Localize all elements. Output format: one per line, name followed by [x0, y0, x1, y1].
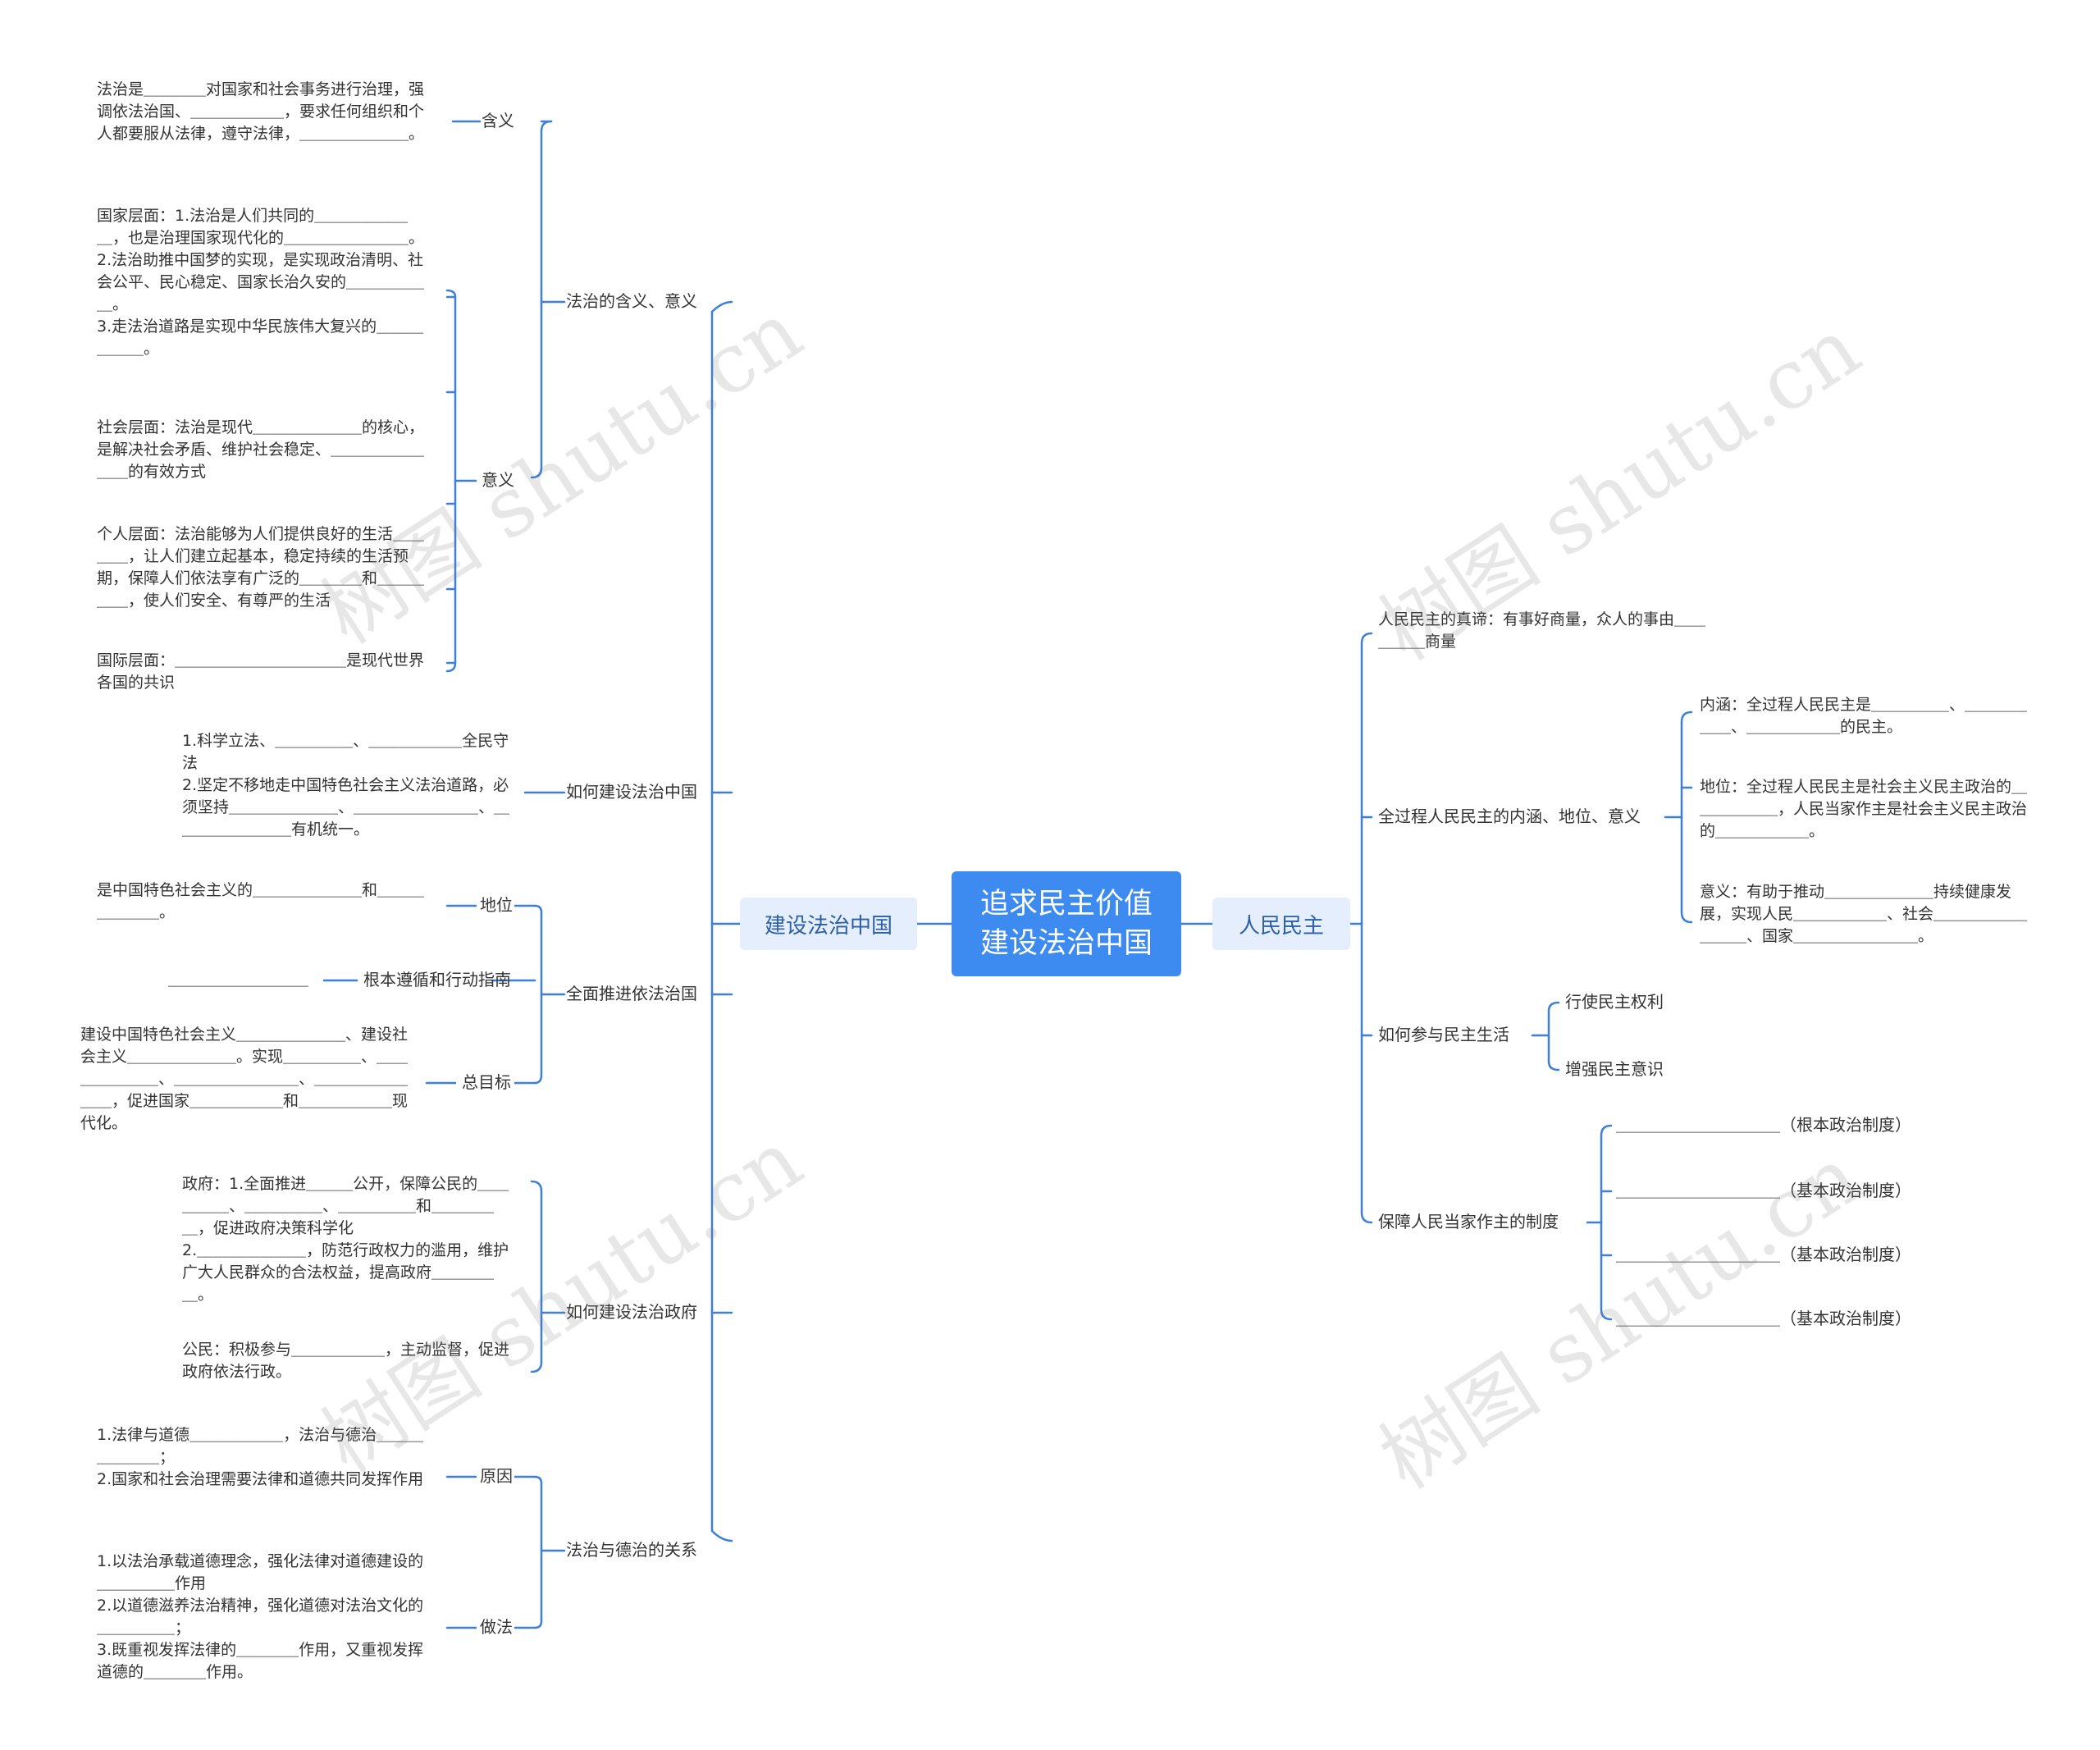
participate-item-rights[interactable]: 行使民主权利 [1565, 992, 1664, 1012]
system-blank: ＿＿＿＿＿＿＿＿＿＿ [1616, 1245, 1780, 1264]
reason-text: 1.法律与道德＿＿＿＿＿＿，法治与德治＿＿＿＿＿＿＿； 2.国家和社会治理需要法… [97, 1426, 424, 1488]
significance-social: 社会层面：法治是现代＿＿＿＿＿＿＿的核心，是解决社会矛盾、维护社会稳定、＿＿＿＿… [97, 418, 425, 481]
topic-participate[interactable]: 如何参与民主生活 [1378, 1025, 1509, 1044]
system-item[interactable]: ＿＿＿＿＿＿＿＿＿＿（基本政治制度） [1616, 1244, 1911, 1266]
system-note: （基本政治制度） [1780, 1181, 1911, 1200]
system-blank: ＿＿＿＿＿＿＿＿＿＿ [1616, 1181, 1780, 1200]
topic-comprehensive[interactable]: 全面推进依法治国 [566, 984, 697, 1003]
definition-text: 法治是＿＿＿＿对国家和社会事务进行治理，强调依法治国、＿＿＿＿＿＿，要求任何组织… [97, 80, 425, 143]
system-item[interactable]: ＿＿＿＿＿＿＿＿＿＿（根本政治制度） [1616, 1114, 1911, 1136]
government-citizen-text: 公民：积极参与＿＿＿＿＿＿，主动监督，促进政府依法行政。 [182, 1341, 510, 1381]
main-node-peoples-democracy[interactable]: 人民民主 [1212, 898, 1350, 950]
system-item[interactable]: ＿＿＿＿＿＿＿＿＿＿（基本政治制度） [1616, 1308, 1911, 1330]
root-node[interactable]: 追求民主价值 建设法治中国 [952, 871, 1181, 976]
topic-morality[interactable]: 法治与德治的关系 [566, 1540, 697, 1560]
whole-process-connotation: 内涵：全过程人民民主是＿＿＿＿＿、＿＿＿＿＿＿、＿＿＿＿＿＿的民主。 [1700, 696, 2028, 736]
system-blank: ＿＿＿＿＿＿＿＿＿＿ [1616, 1309, 1780, 1328]
main-node-rule-of-law[interactable]: 建设法治中国 [740, 898, 917, 950]
status-text: 是中国特色社会主义的＿＿＿＿＿＿＿和＿＿＿＿＿＿＿。 [97, 881, 425, 921]
topic-government[interactable]: 如何建设法治政府 [566, 1302, 697, 1322]
essence-text[interactable]: 人民民主的真谛：有事好商量，众人的事由＿＿＿＿＿商量 [1378, 610, 1706, 651]
guide-text: ＿＿＿＿＿＿＿＿＿ [168, 971, 309, 989]
goal-text: 建设中国特色社会主义＿＿＿＿＿＿＿、建设社会主义＿＿＿＿＿＿＿。实现＿＿＿＿＿、… [80, 1026, 409, 1132]
subtopic-status[interactable]: 地位 [480, 895, 513, 915]
how-build-text: 1.科学立法、＿＿＿＿＿、＿＿＿＿＿＿全民守法 2.坚定不移地走中国特色社会主义… [182, 732, 510, 838]
significance-international: 国际层面：＿＿＿＿＿＿＿＿＿＿＿是现代世界各国的共识 [97, 651, 425, 692]
system-blank: ＿＿＿＿＿＿＿＿＿＿ [1616, 1115, 1780, 1135]
subtopic-method[interactable]: 做法 [480, 1617, 513, 1637]
whole-process-status: 地位：全过程人民民主是社会主义民主政治的＿＿＿＿＿＿，人民当家作主是社会主义民主… [1700, 778, 2028, 840]
government-gov-text: 政府：1.全面推进＿＿＿公开，保障公民的＿＿＿＿＿、＿＿＿＿＿、＿＿＿＿＿和＿＿… [182, 1175, 509, 1304]
participate-item-awareness[interactable]: 增强民主意识 [1565, 1059, 1664, 1079]
topic-how-build[interactable]: 如何建设法治中国 [566, 782, 697, 802]
system-note: （基本政治制度） [1780, 1309, 1911, 1328]
subtopic-reason[interactable]: 原因 [480, 1466, 513, 1486]
subtopic-guide[interactable]: 根本遵循和行动指南 [363, 970, 511, 989]
root-title-line2: 建设法治中国 [979, 927, 1153, 960]
significance-national: 国家层面：1.法治是人们共同的＿＿＿＿＿＿＿，也是治理国家现代化的＿＿＿＿＿＿＿… [97, 207, 425, 358]
system-note: （基本政治制度） [1780, 1245, 1911, 1264]
subtopic-goal[interactable]: 总目标 [462, 1072, 511, 1092]
system-note: （根本政治制度） [1780, 1115, 1911, 1135]
subtopic-definition[interactable]: 含义 [482, 111, 514, 130]
method-text: 1.以法治承载道德理念，强化法律对道德建设的＿＿＿＿＿作用 2.以道德滋养法治精… [97, 1552, 424, 1681]
root-title-line1: 追求民主价值 [979, 888, 1153, 921]
significance-personal: 个人层面：法治能够为人们提供良好的生活＿＿＿＿，让人们建立起基本，稳定持续的生活… [97, 525, 425, 610]
main-node-peoples-democracy-label: 人民民主 [1238, 913, 1324, 939]
topic-systems[interactable]: 保障人民当家作主的制度 [1378, 1212, 1559, 1231]
topic-meaning-significance[interactable]: 法治的含义、意义 [566, 291, 697, 311]
system-item[interactable]: ＿＿＿＿＿＿＿＿＿＿（基本政治制度） [1616, 1180, 1911, 1202]
topic-whole-process[interactable]: 全过程人民民主的内涵、地位、意义 [1378, 806, 1641, 826]
main-node-rule-of-law-label: 建设法治中国 [764, 913, 892, 939]
whole-process-significance: 意义：有助于推动＿＿＿＿＿＿＿持续健康发展，实现人民＿＿＿＿＿＿、社会＿＿＿＿＿… [1700, 883, 2028, 945]
subtopic-significance[interactable]: 意义 [482, 470, 514, 490]
